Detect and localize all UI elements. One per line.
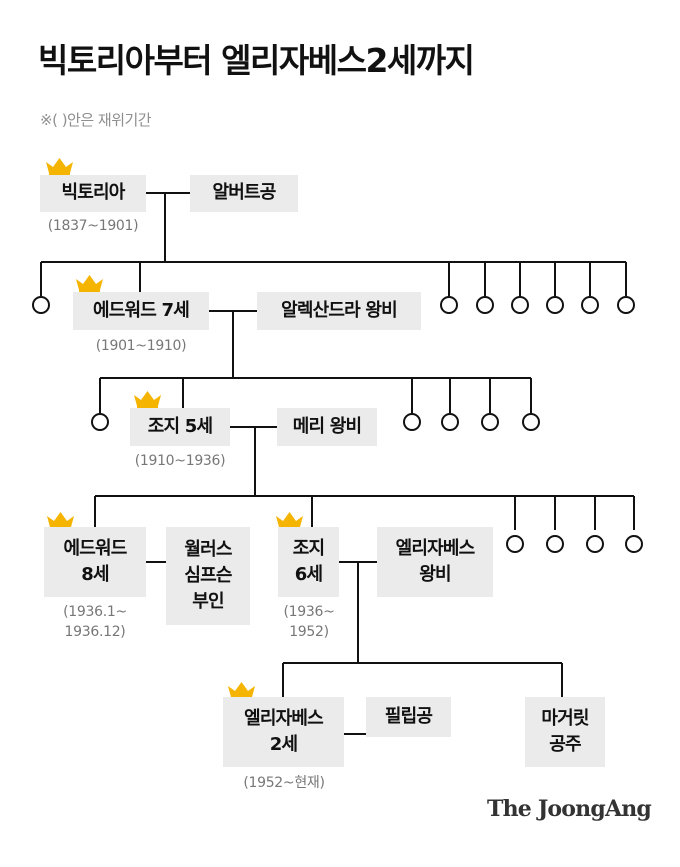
person-box-philip: 필립공 (366, 697, 451, 737)
person-box-victoria: 빅토리아 (40, 175, 146, 212)
reign-edward8: (1936.1~ 1936.12) (63, 604, 127, 641)
crown-icon (46, 158, 73, 176)
child-circle-icon (625, 535, 643, 553)
reign-note: ※( )안은 재위기간 (40, 111, 152, 129)
child-circle-icon (546, 535, 564, 553)
reign-victoria: (1837~1901) (47, 218, 139, 234)
person-box-alexandra: 알렉산드라 왕비 (257, 292, 421, 330)
person-box-george6: 조지 6세 (278, 527, 339, 597)
person-box-mary: 메리 왕비 (277, 408, 377, 446)
child-circle-icon (506, 535, 524, 553)
child-circle-icon (522, 413, 540, 431)
person-box-edward7: 에드워드 7세 (73, 292, 209, 330)
person-box-edward8: 에드워드 8세 (44, 527, 146, 597)
child-circle-icon (617, 296, 635, 314)
child-circle-icon (440, 296, 458, 314)
child-circle-icon (91, 413, 109, 431)
person-box-albert: 알버트공 (190, 175, 298, 212)
reign-george5: (1910~1936) (134, 453, 226, 469)
person-box-queen-elizabeth: 엘리자베스 왕비 (377, 527, 493, 597)
brand-logo: The JoongAng (487, 796, 652, 822)
child-circle-icon (481, 413, 499, 431)
child-circle-icon (546, 296, 564, 314)
child-circle-icon (476, 296, 494, 314)
child-circle-icon (586, 535, 604, 553)
person-box-george5: 조지 5세 (130, 408, 230, 446)
reign-george6: (1936~ 1952) (283, 604, 335, 641)
reign-elizabeth2: (1952~현재) (243, 775, 325, 791)
person-box-elizabeth2: 엘리자베스 2세 (223, 697, 344, 767)
child-circle-icon (581, 296, 599, 314)
diagram-title: 빅토리아부터 엘리자베스2세까지 (38, 41, 475, 80)
child-circle-icon (441, 413, 459, 431)
child-circle-icon (403, 413, 421, 431)
person-box-wallis: 월러스 심프슨 부인 (166, 527, 250, 625)
child-circle-icon (32, 296, 50, 314)
person-box-margaret: 마거릿 공주 (525, 697, 605, 767)
reign-edward7: (1901~1910) (95, 338, 187, 354)
child-circle-icon (511, 296, 529, 314)
crown-icon (134, 391, 161, 409)
crown-icon (76, 275, 103, 293)
